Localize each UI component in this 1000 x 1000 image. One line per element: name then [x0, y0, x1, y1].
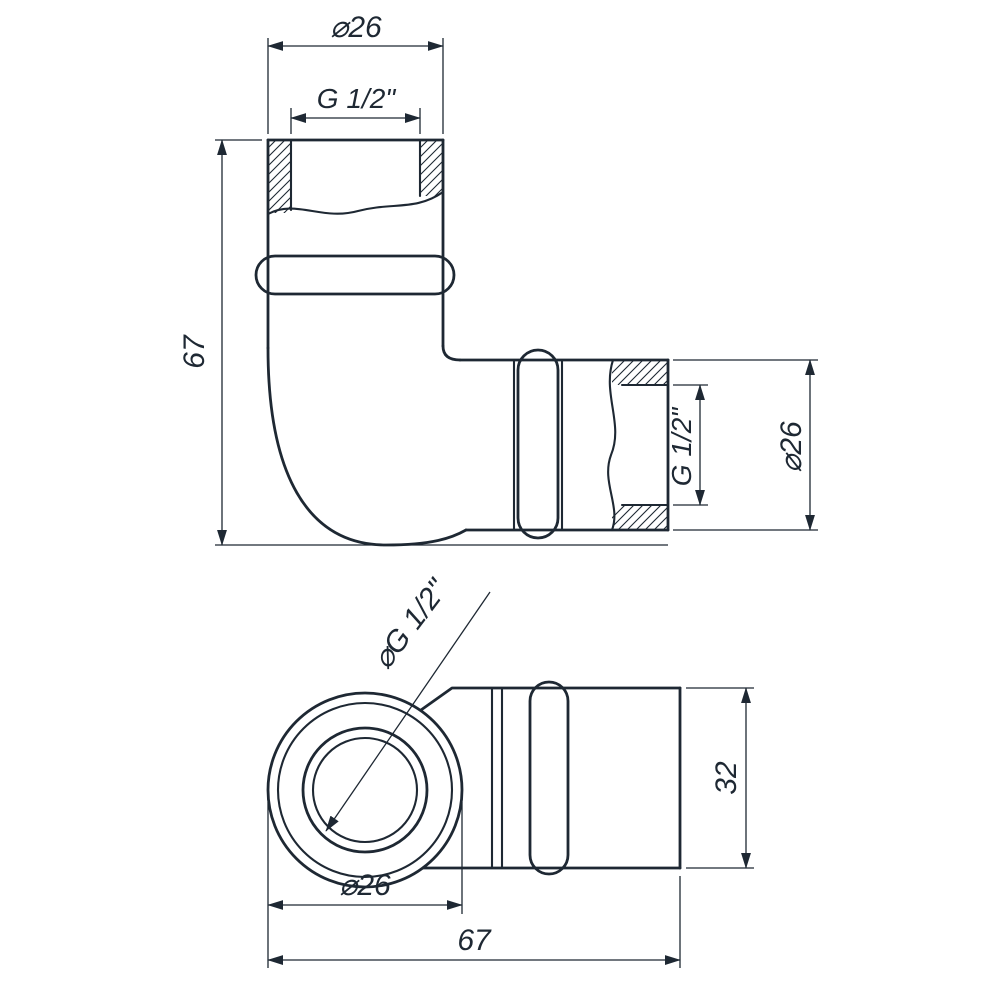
dim-right-outer-diameter: ⌀26: [673, 359, 818, 531]
dim-label-body-height: 32: [710, 761, 743, 795]
collar-horizontal: [516, 348, 560, 540]
dim-overall-length: 67: [267, 876, 681, 968]
collar-end-view: [528, 680, 570, 876]
dim-label-circle-diameter: ⌀26: [339, 869, 391, 902]
collar-vertical: [254, 254, 456, 296]
extension-lines: [215, 139, 668, 546]
dim-label-diagonal-thread: ⌀G 1/2": [367, 573, 456, 675]
body-top-edge: [419, 686, 682, 712]
outlet-break-line: [607, 358, 617, 532]
dim-circle-diameter: ⌀26: [267, 802, 463, 968]
end-view-part-outline: [266, 680, 682, 889]
end-view: ⌀G 1/2" ⌀26 32 67: [266, 573, 754, 968]
extension-lines: [673, 359, 818, 531]
dim-top-outer-diameter: ⌀26: [267, 11, 444, 134]
socket-break-line: [266, 190, 445, 216]
hatch-outlet-bottom: [612, 505, 668, 530]
side-view-hatching: [268, 140, 668, 530]
outer-circle: [266, 691, 464, 889]
body-joint-lines: [490, 686, 504, 870]
elbow-outer-curve: [266, 346, 468, 547]
dim-label-overall-length: 67: [457, 924, 492, 957]
bore-circle: [301, 726, 429, 854]
side-view: ⌀26 G 1/2" 67 G 1/2" ⌀26: [178, 11, 818, 547]
dim-overall-height: 67: [178, 139, 668, 546]
dim-label-right-thread: G 1/2": [666, 407, 697, 486]
extension-lines: [267, 38, 444, 134]
outer-circle-inner-line: [276, 701, 454, 879]
side-view-part-outline: [254, 138, 670, 547]
dim-label-overall-height: 67: [178, 334, 211, 369]
leader-line: [325, 591, 491, 832]
bore-circle-inner-line: [311, 736, 419, 844]
dim-body-height: 32: [686, 687, 754, 869]
extension-lines: [267, 802, 463, 968]
dim-top-thread: G 1/2": [290, 83, 421, 134]
hatch-socket-right: [420, 140, 443, 196]
hatch-outlet-top: [612, 360, 668, 385]
dim-label-right-diameter: ⌀26: [775, 421, 808, 473]
elbow-inner-curve: [441, 344, 462, 362]
dim-right-thread: G 1/2": [666, 384, 708, 506]
dim-label-top-thread: G 1/2": [317, 83, 396, 114]
hatch-socket-left: [268, 140, 291, 213]
dim-label-top-diameter: ⌀26: [330, 11, 382, 44]
